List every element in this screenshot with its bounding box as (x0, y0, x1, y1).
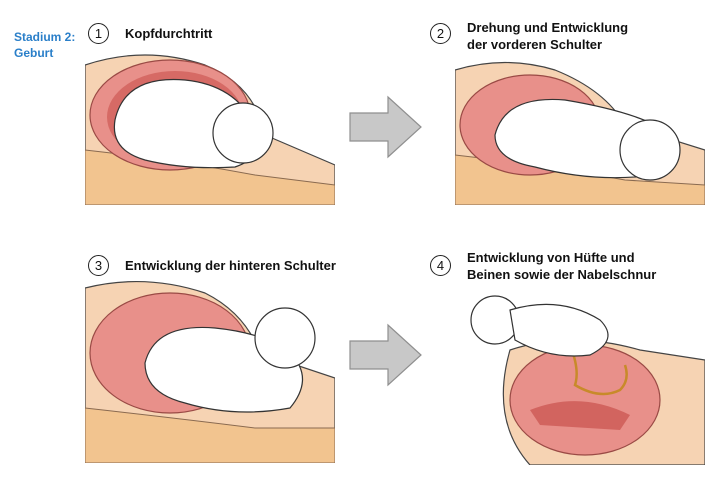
step-2-caption: Drehung und Entwicklung der vorderen Schu… (467, 19, 628, 53)
illustration-step-4 (470, 295, 705, 465)
stage-label-line2: Geburt (14, 46, 54, 60)
arrow-3-to-4-icon (349, 323, 422, 387)
step-4-caption-line1: Entwicklung von Hüfte und (467, 250, 635, 265)
step-2-caption-line2: der vorderen Schulter (467, 37, 603, 52)
step-2-caption-line1: Drehung und Entwicklung (467, 20, 629, 35)
step-1-number: 1 (88, 23, 109, 44)
step-3-caption-line1: Entwicklung der hinteren Schulter (125, 258, 336, 273)
step-3-caption: Entwicklung der hinteren Schulter (125, 257, 336, 274)
step-4-caption-line2: Beinen sowie der Nabelschnur (467, 267, 657, 282)
illustration-step-1 (85, 54, 335, 205)
step-2-number: 2 (430, 23, 451, 44)
step-1-caption-line1: Kopfdurchtritt (125, 26, 213, 41)
step-1-caption: Kopfdurchtritt (125, 25, 212, 42)
arrow-1-to-2-icon (349, 95, 422, 159)
illustration-step-2 (455, 61, 705, 205)
stage-label-line1: Stadium 2: (14, 30, 76, 44)
step-4-number: 4 (430, 255, 451, 276)
step-3-number: 3 (88, 255, 109, 276)
illustration-step-3 (85, 280, 335, 463)
stage-label: Stadium 2: Geburt (14, 29, 75, 61)
